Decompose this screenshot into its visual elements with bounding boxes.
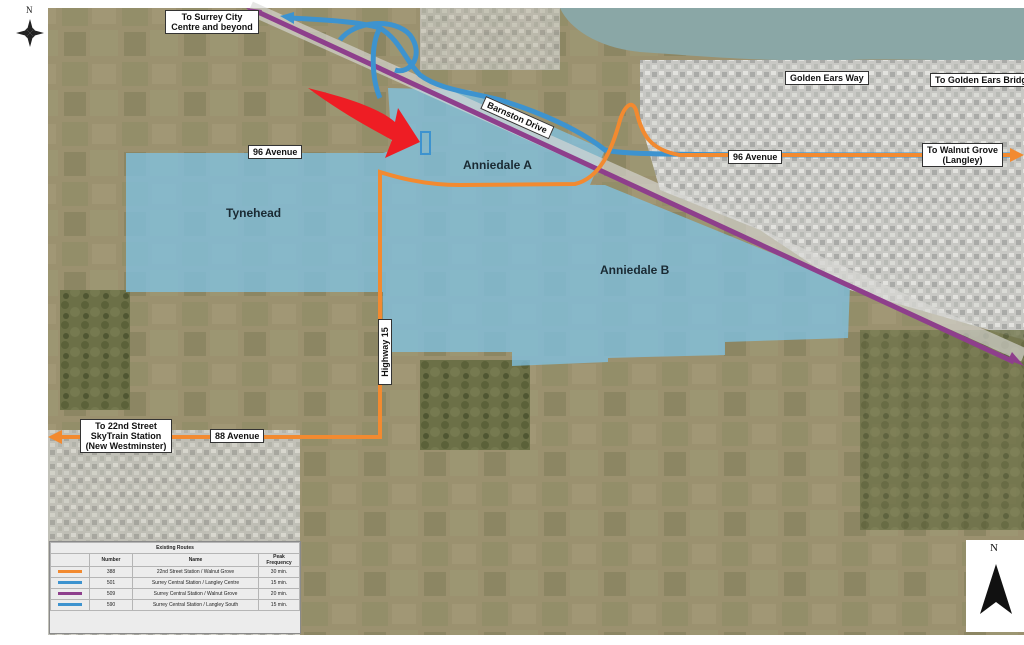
legend-name: 22nd Street Station / Walnut Grove: [132, 566, 259, 578]
label-96-avenue-west: 96 Avenue: [248, 145, 303, 159]
route-388-line: [60, 102, 1010, 439]
legend-frequency: 30 min.: [258, 566, 300, 578]
route-388-arrow-east: [1010, 148, 1024, 162]
legend-header-number: Number: [89, 553, 133, 567]
anniedale-a-area: [383, 88, 605, 185]
forest-patch: [60, 290, 130, 410]
route-388-arrow-west: [48, 430, 62, 444]
north-arrow-icon: [980, 564, 1012, 614]
legend-number: 509: [89, 588, 133, 600]
legend-swatch: [58, 570, 82, 574]
urban-area-northwest: [420, 8, 560, 70]
anniedale-b-area: [383, 185, 850, 366]
label-golden-ears-way: Golden Ears Way: [785, 71, 869, 85]
legend-name: Surrey Central Station / Langley South: [132, 599, 259, 611]
forest-patch: [860, 330, 1024, 530]
route-legend: Existing Routes Number Name Peak Frequen…: [49, 541, 301, 634]
urban-area-east: [640, 60, 1024, 340]
legend-title: Existing Routes: [50, 542, 300, 554]
legend-number: 590: [89, 599, 133, 611]
area-label-tynehead: Tynehead: [226, 206, 282, 220]
legend-name: Surrey Central Station / Langley Centre: [132, 577, 259, 589]
label-golden-ears-bridge: To Golden Ears Bridge: [930, 73, 1024, 87]
site-marker: [420, 131, 431, 155]
area-label-anniedale-b: Anniedale B: [600, 263, 670, 277]
tynehead-area: [126, 153, 383, 292]
legend-header-frequency: Peak Frequency: [258, 553, 300, 567]
legend-swatch: [58, 592, 82, 596]
legend-row: 509 Surrey Central Station / Walnut Grov…: [50, 588, 300, 600]
legend-header-name: Name: [132, 553, 259, 567]
label-96-avenue-east: 96 Avenue: [728, 150, 783, 164]
fraser-river: [560, 8, 1024, 61]
highlight-arrow: [308, 88, 420, 158]
legend-name: Surrey Central Station / Walnut Grove: [132, 588, 259, 600]
route-590-loop: [338, 21, 419, 74]
label-walnut-grove: To Walnut Grove (Langley): [922, 143, 1003, 167]
label-highway-15: Highway 15: [378, 319, 392, 385]
legend-row: 388 22nd Street Station / Walnut Grove 3…: [50, 566, 300, 578]
route-509-arrow-east: [1008, 352, 1024, 366]
legend-swatch: [58, 603, 82, 607]
legend-swatch: [58, 581, 82, 585]
route-509-line: [256, 9, 1016, 365]
compass-rose: [16, 19, 44, 47]
legend-frequency: 20 min.: [258, 588, 300, 600]
route-501-arrow-west: [280, 12, 294, 24]
area-label-anniedale-a: Anniedale A: [463, 158, 532, 172]
forest-patch: [420, 360, 530, 450]
legend-row: 590 Surrey Central Station / Langley Sou…: [50, 599, 300, 611]
legend-frequency: 15 min.: [258, 577, 300, 589]
legend-row: 501 Surrey Central Station / Langley Cen…: [50, 577, 300, 589]
route-590-line: [370, 26, 383, 100]
label-88-avenue: 88 Avenue: [210, 429, 265, 443]
legend-frequency: 15 min.: [258, 599, 300, 611]
label-skytrain: To 22nd Street SkyTrain Station (New Wes…: [80, 419, 172, 453]
legend-number: 501: [89, 577, 133, 589]
north-arrow-box: N: [966, 540, 1024, 632]
label-surrey-city: To Surrey City Centre and beyond: [165, 10, 259, 34]
north-arrow-label: N: [990, 542, 998, 554]
compass-north-label: N: [26, 5, 33, 15]
legend-number: 388: [89, 566, 133, 578]
